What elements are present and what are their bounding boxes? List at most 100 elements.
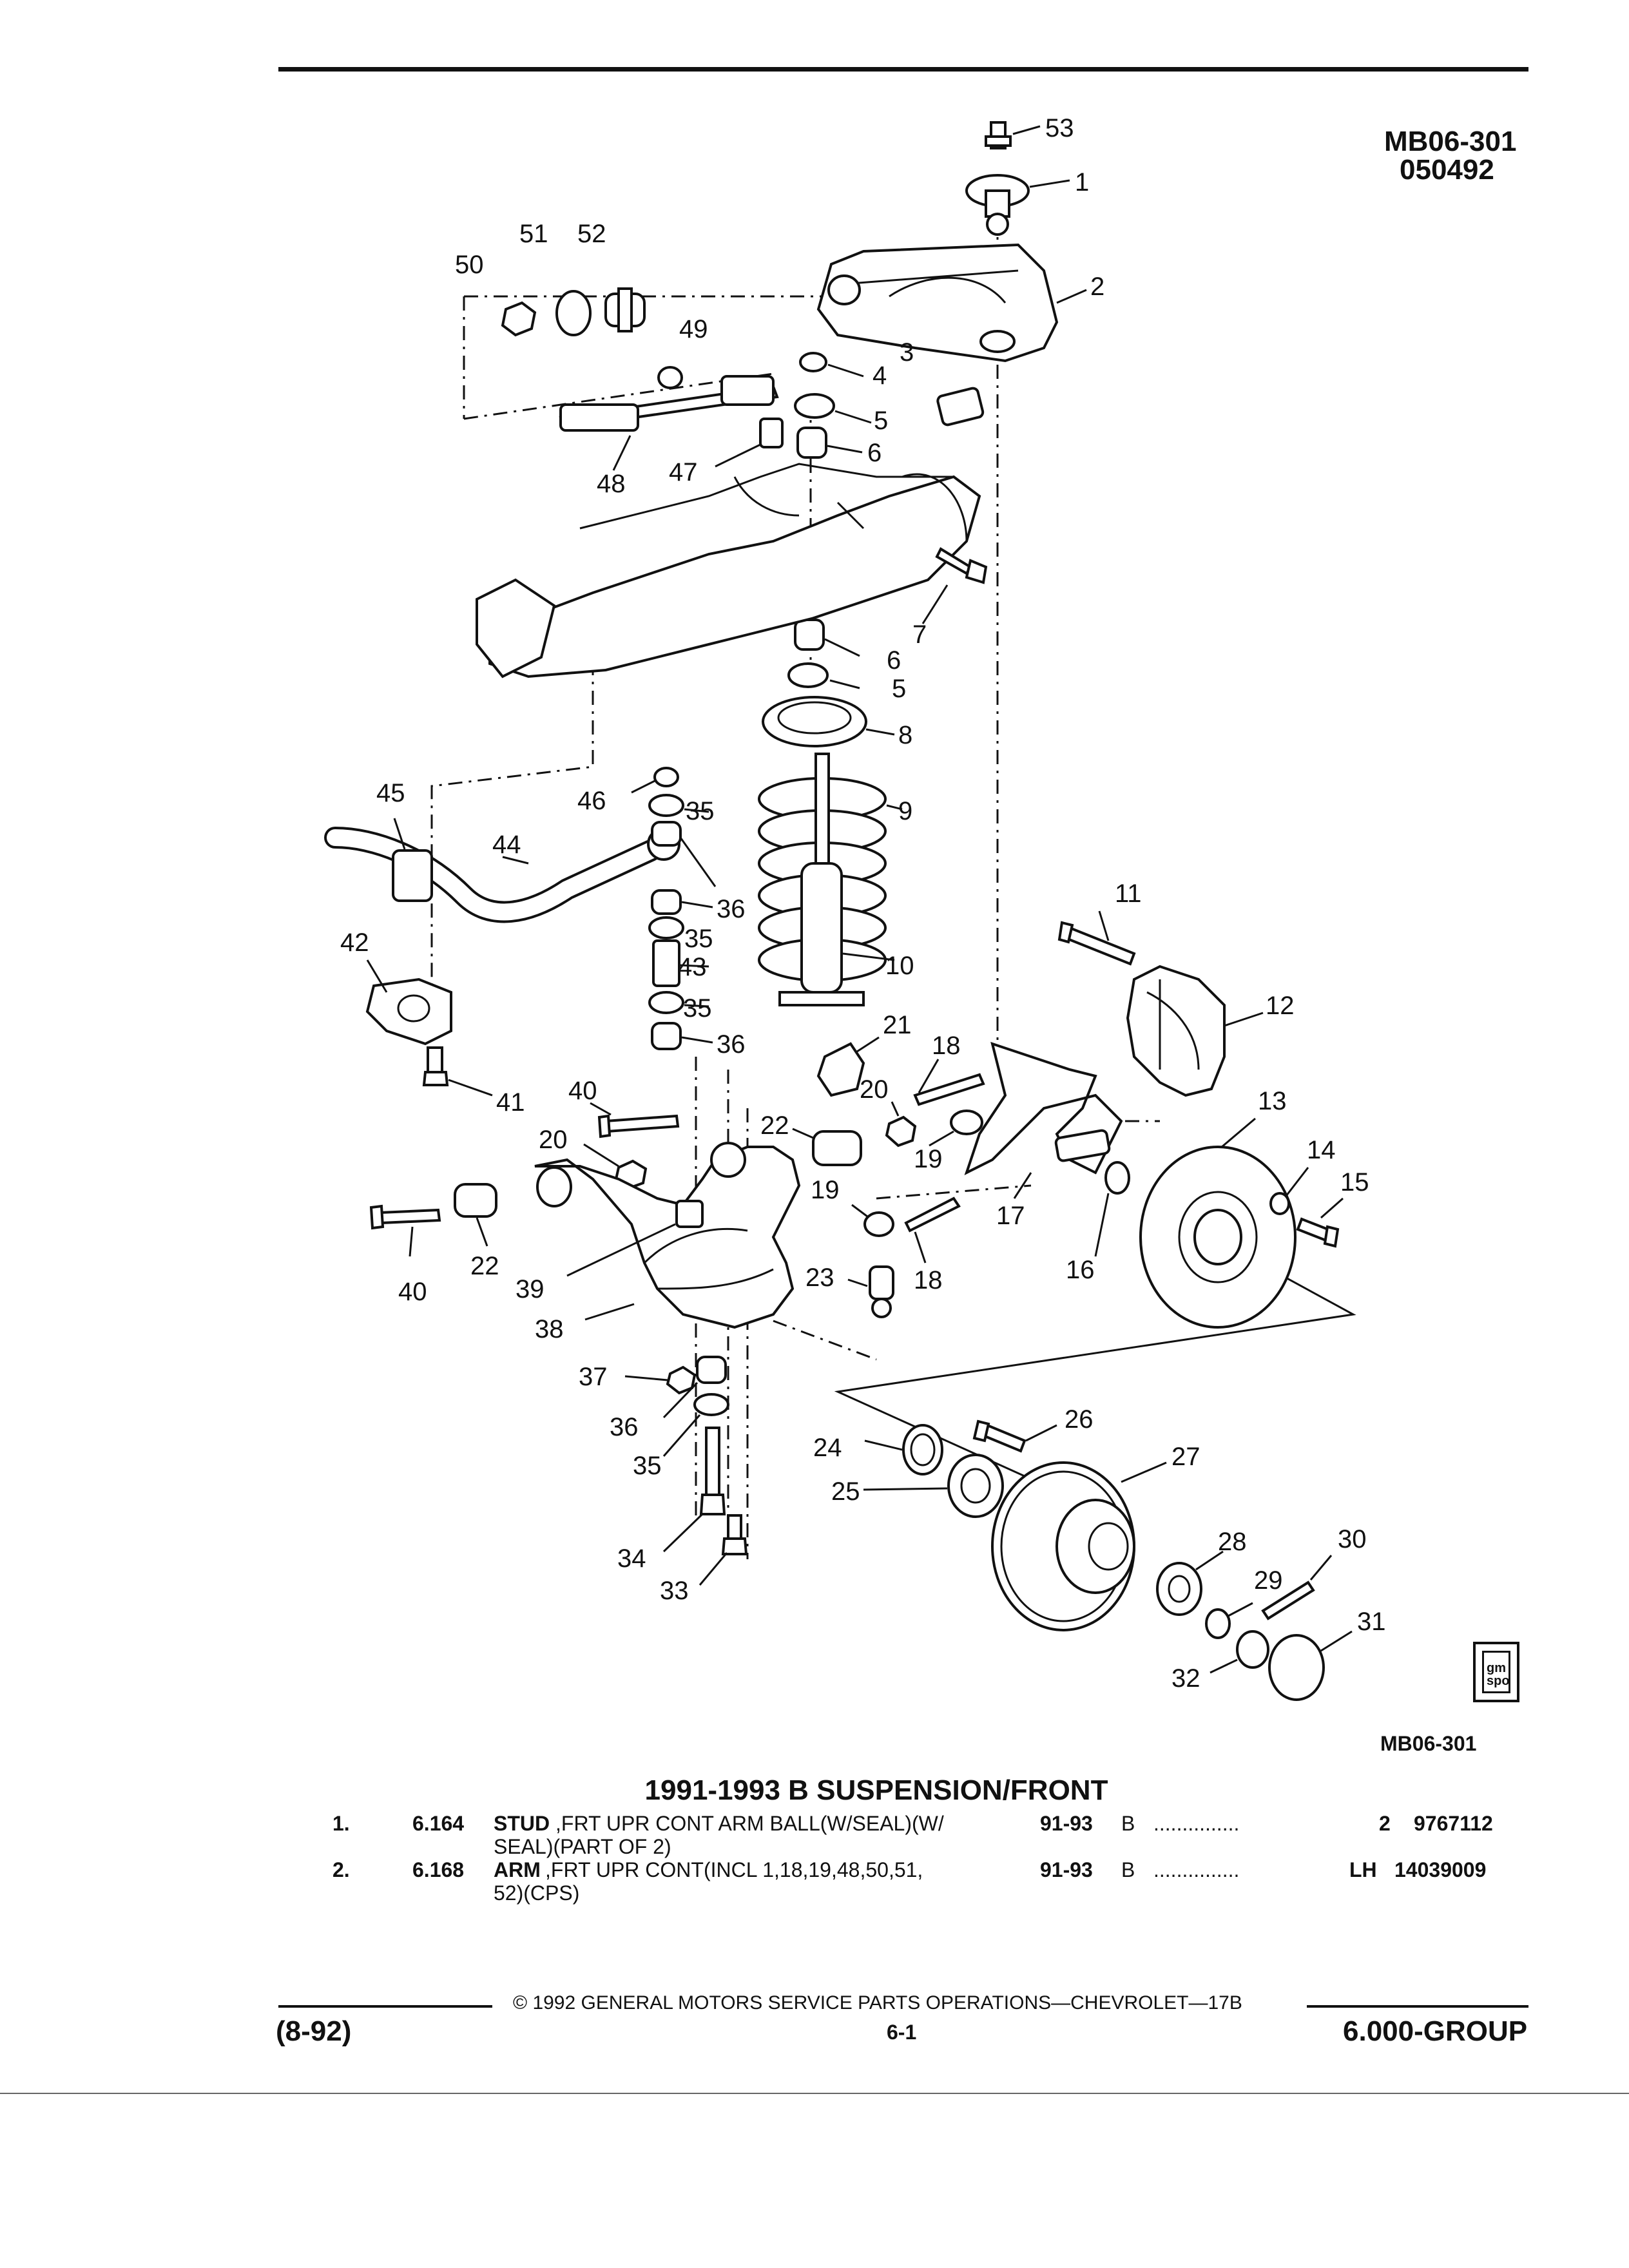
part-36-grommet-b xyxy=(651,889,713,915)
part-35-washer-c xyxy=(648,991,709,1014)
callout-22-right: 22 xyxy=(760,1111,789,1140)
footer-rule-right xyxy=(1307,2005,1528,2008)
gm-spo-logo-text: gm spo xyxy=(1487,1661,1510,1688)
callout-35-b: 35 xyxy=(684,925,713,953)
part-35-washer-a xyxy=(648,794,709,817)
part-10-shock-absorber xyxy=(778,753,895,1006)
footer-group: 6.000-GROUP xyxy=(1343,2015,1528,2047)
part-11-caliper-bolt xyxy=(1057,910,1136,966)
callout-45: 45 xyxy=(376,779,405,807)
section-title: 1991-1993 B SUSPENSION/FRONT xyxy=(644,1774,1108,1806)
callout-37: 37 xyxy=(579,1363,608,1391)
parts-list-row: 2. 6.168 ARM ,FRT UPR CONT(INCL 1,18,19,… xyxy=(0,1858,1629,1910)
callout-15: 15 xyxy=(1340,1168,1369,1196)
part-years: 91-93 xyxy=(1040,1858,1093,1881)
alignment-line-balljoint xyxy=(773,1320,877,1361)
part-years: 91-93 xyxy=(1040,1812,1093,1835)
alignment-line-stabilizer xyxy=(430,631,594,1012)
frame-crossmember xyxy=(476,463,981,678)
callout-6-upper: 6 xyxy=(867,439,882,467)
footer-page-number: 6-1 xyxy=(887,2021,917,2044)
callout-52: 52 xyxy=(577,220,606,248)
part-7-bolt xyxy=(921,547,988,624)
callout-47: 47 xyxy=(669,458,698,486)
callout-32: 32 xyxy=(1171,1664,1200,1693)
footer-rule-left xyxy=(278,2005,492,2008)
part-6-grommet-lower xyxy=(794,619,860,657)
callout-50: 50 xyxy=(455,251,484,279)
part-25-inner-bearing xyxy=(863,1454,1004,1518)
callout-35-d: 35 xyxy=(633,1452,662,1480)
callout-49: 49 xyxy=(679,315,708,343)
callout-36-c: 36 xyxy=(610,1413,639,1441)
callout-53: 53 xyxy=(1045,114,1074,142)
part-28-outer-bearing xyxy=(1156,1550,1224,1616)
callout-6-lower: 6 xyxy=(887,646,901,675)
callout-33: 33 xyxy=(660,1577,689,1605)
part-21-bracket xyxy=(816,1036,880,1097)
callout-4: 4 xyxy=(872,361,887,390)
part-46-nut xyxy=(631,767,679,794)
callout-35-c: 35 xyxy=(683,994,712,1023)
part-group-number: 6.164 xyxy=(412,1812,465,1835)
part-leader: ............... xyxy=(1153,1812,1240,1835)
callout-30: 30 xyxy=(1338,1525,1367,1553)
callout-2: 2 xyxy=(1090,273,1104,301)
part-51-washer xyxy=(555,290,592,336)
part-description-line2: SEAL)(PART OF 2) xyxy=(494,1835,671,1858)
top-rule xyxy=(278,67,1528,72)
part-38-lower-control-arm xyxy=(534,1142,801,1329)
front-suspension-exploded-diagram: 53 1 2 3 4 5 6 7 6 5 8 9 10 11 12 13 14 … xyxy=(324,114,1386,1701)
part-18-cotter-pin-lower xyxy=(904,1196,961,1264)
part-26-wheel-stud xyxy=(972,1419,1057,1453)
part-qty: 2 xyxy=(1379,1812,1391,1835)
callout-5-upper: 5 xyxy=(874,407,888,435)
alignment-line-cotter xyxy=(876,1184,1032,1200)
part-50-nut xyxy=(501,301,537,337)
callout-42: 42 xyxy=(340,928,369,957)
callout-34: 34 xyxy=(617,1544,646,1573)
part-6-grommet-upper xyxy=(796,427,863,459)
part-24-seal xyxy=(864,1424,943,1475)
figure-caption-code: MB06-301 xyxy=(1380,1732,1477,1755)
part-39-bumper xyxy=(566,1200,704,1277)
callout-43: 43 xyxy=(678,953,707,981)
part-43-spacer xyxy=(652,939,709,987)
part-19-nut-lower xyxy=(851,1204,894,1237)
part-41-bolt xyxy=(422,1046,493,1097)
callout-46: 46 xyxy=(577,787,606,815)
part-35-washer-b xyxy=(648,916,684,939)
part-52-bushing xyxy=(604,287,646,332)
part-14-washer xyxy=(1269,1167,1309,1215)
part-3-bumper xyxy=(936,387,985,427)
callout-24: 24 xyxy=(813,1434,842,1462)
part-item-number: 2. xyxy=(333,1858,350,1881)
part-19-nut-upper xyxy=(929,1110,983,1147)
part-13-splash-shield xyxy=(1139,1117,1296,1329)
part-34-link-bolt xyxy=(662,1427,726,1553)
callout-23: 23 xyxy=(805,1264,834,1292)
part-48-strut-rod xyxy=(559,375,779,471)
callout-13: 13 xyxy=(1258,1087,1287,1115)
part-qty: LH xyxy=(1349,1858,1377,1881)
part-53-grease-fitting xyxy=(985,121,1041,149)
callout-5-lower: 5 xyxy=(892,675,906,703)
callout-41: 41 xyxy=(496,1088,525,1117)
alignment-line-strut-rod xyxy=(463,372,774,420)
part-1-ball-stud xyxy=(965,174,1070,236)
part-description-line2: 52)(CPS) xyxy=(494,1881,580,1905)
callout-48: 48 xyxy=(597,470,626,498)
parts-list-row: 1. 6.164 STUD ,FRT UPR CONT ARM BALL(W/S… xyxy=(0,1812,1629,1863)
part-32-spindle-nut xyxy=(1210,1630,1269,1674)
part-42-bracket xyxy=(365,959,452,1046)
part-group-number: 6.168 xyxy=(412,1858,465,1881)
part-45-bushing xyxy=(392,818,433,902)
callout-17: 17 xyxy=(996,1202,1025,1230)
part-22-bushing-right xyxy=(792,1128,862,1166)
gm-spo-logo-inner: gm spo xyxy=(1482,1651,1510,1693)
callout-16: 16 xyxy=(1066,1256,1095,1284)
callout-11: 11 xyxy=(1115,879,1142,908)
part-number: 9767112 xyxy=(1414,1812,1493,1835)
callout-29: 29 xyxy=(1254,1566,1283,1595)
part-33-bolt xyxy=(699,1514,748,1586)
